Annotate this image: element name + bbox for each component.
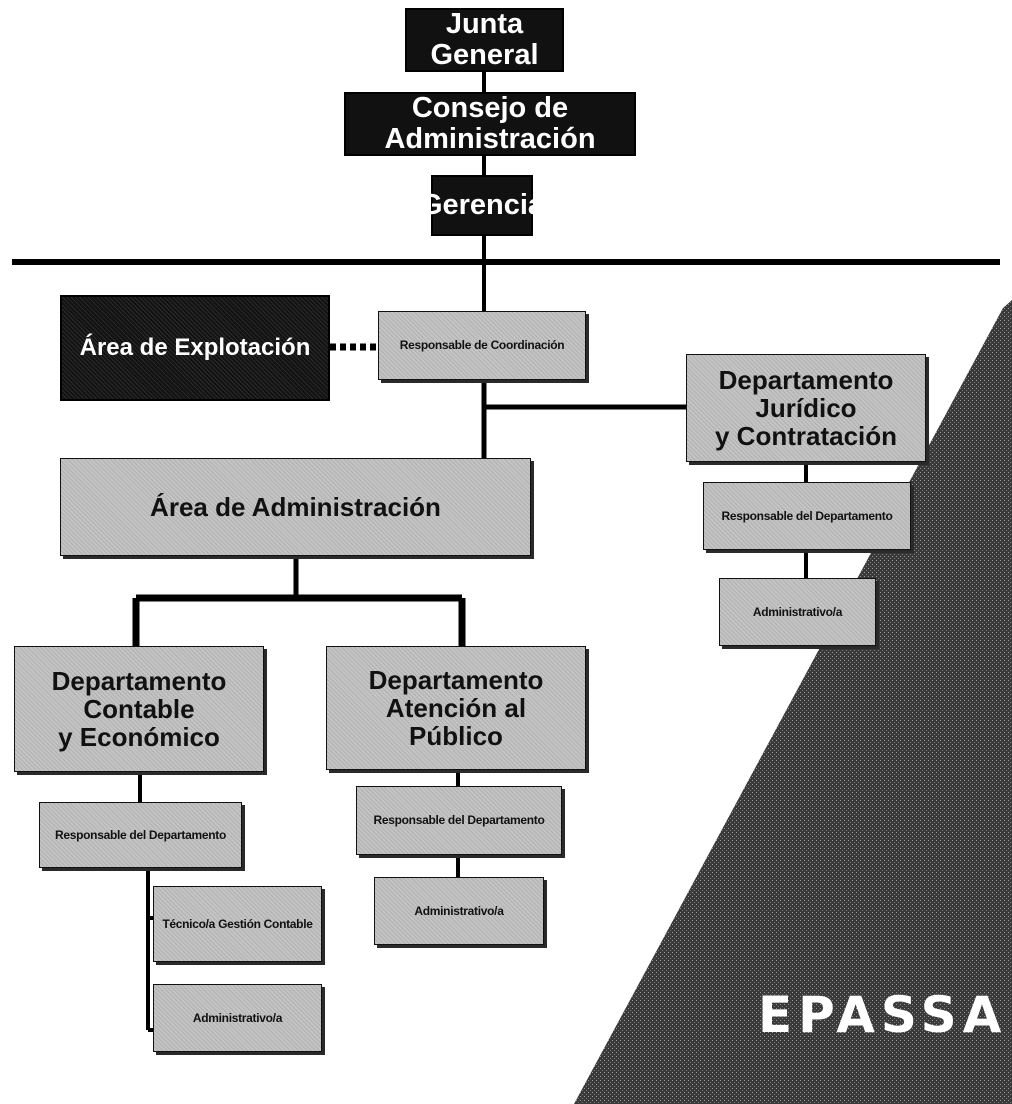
contable-tecnico-box: Técnico/a Gestión Contable [153,886,322,962]
connector-lines [12,70,1000,1032]
area-administracion-label: Área de Administración [150,491,441,522]
juridico-administrativo-box: Administrativo/a [719,578,876,646]
contable-administrativo-label: Administrativo/a [192,1010,283,1025]
atencion-administrativo-label: Administrativo/a [414,903,504,918]
gerencia-label: Gerencia [419,188,545,221]
contable-responsable-label: Responsable del Departamento [55,827,226,842]
atencion-responsable-box: Responsable del Departamento [356,786,562,855]
gerencia-box: Gerencia [420,175,544,236]
junta-general-label: Junta General [430,7,539,71]
juridico-administrativo-label: Administrativo/a [752,604,843,619]
contable-responsable-box: Responsable del Departamento [39,802,242,868]
area-administracion-box: Área de Administración [60,458,531,556]
dept-atencion-box: Departamento Atención al Público [326,646,586,770]
area-explotacion-box: Área de Explotación [60,295,330,401]
dept-atencion-line1: Departamento Atención al [368,664,544,723]
atencion-responsable-label: Responsable del Departamento [373,813,545,828]
contable-administrativo-box: Administrativo/a [153,984,322,1052]
epassa-logo: EPASSA [758,985,1001,1045]
dept-contable-box: Departamento Contable y Económico [14,646,264,772]
junta-general-box: Junta General [405,8,564,72]
dept-juridico-line1: Departamento Jurídico [718,364,894,423]
dept-contable-line2: y Económico [58,722,220,753]
consejo-label: Consejo de Administración [384,91,596,155]
responsable-coordinacion-label: Responsable de Coordinación [399,338,565,353]
dept-atencion-line2: Público [409,721,503,752]
juridico-responsable-label: Responsable del Departamento [721,508,893,523]
juridico-responsable-box: Responsable del Departamento [703,482,911,550]
responsable-coordinacion-box: Responsable de Coordinación [378,311,586,380]
dept-contable-line1: Departamento Contable [51,665,227,724]
epassa-logo-text: EPASSA [758,986,1008,1044]
contable-tecnico-label: Técnico/a Gestión Contable [162,916,313,931]
area-explotacion-label: Área de Explotación [79,334,311,362]
atencion-administrativo-box: Administrativo/a [374,877,544,945]
consejo-administracion-box: Consejo de Administración [344,92,636,156]
dept-juridico-line2: y Contratación [714,421,898,452]
dept-juridico-box: Departamento Jurídico y Contratación [686,354,926,462]
